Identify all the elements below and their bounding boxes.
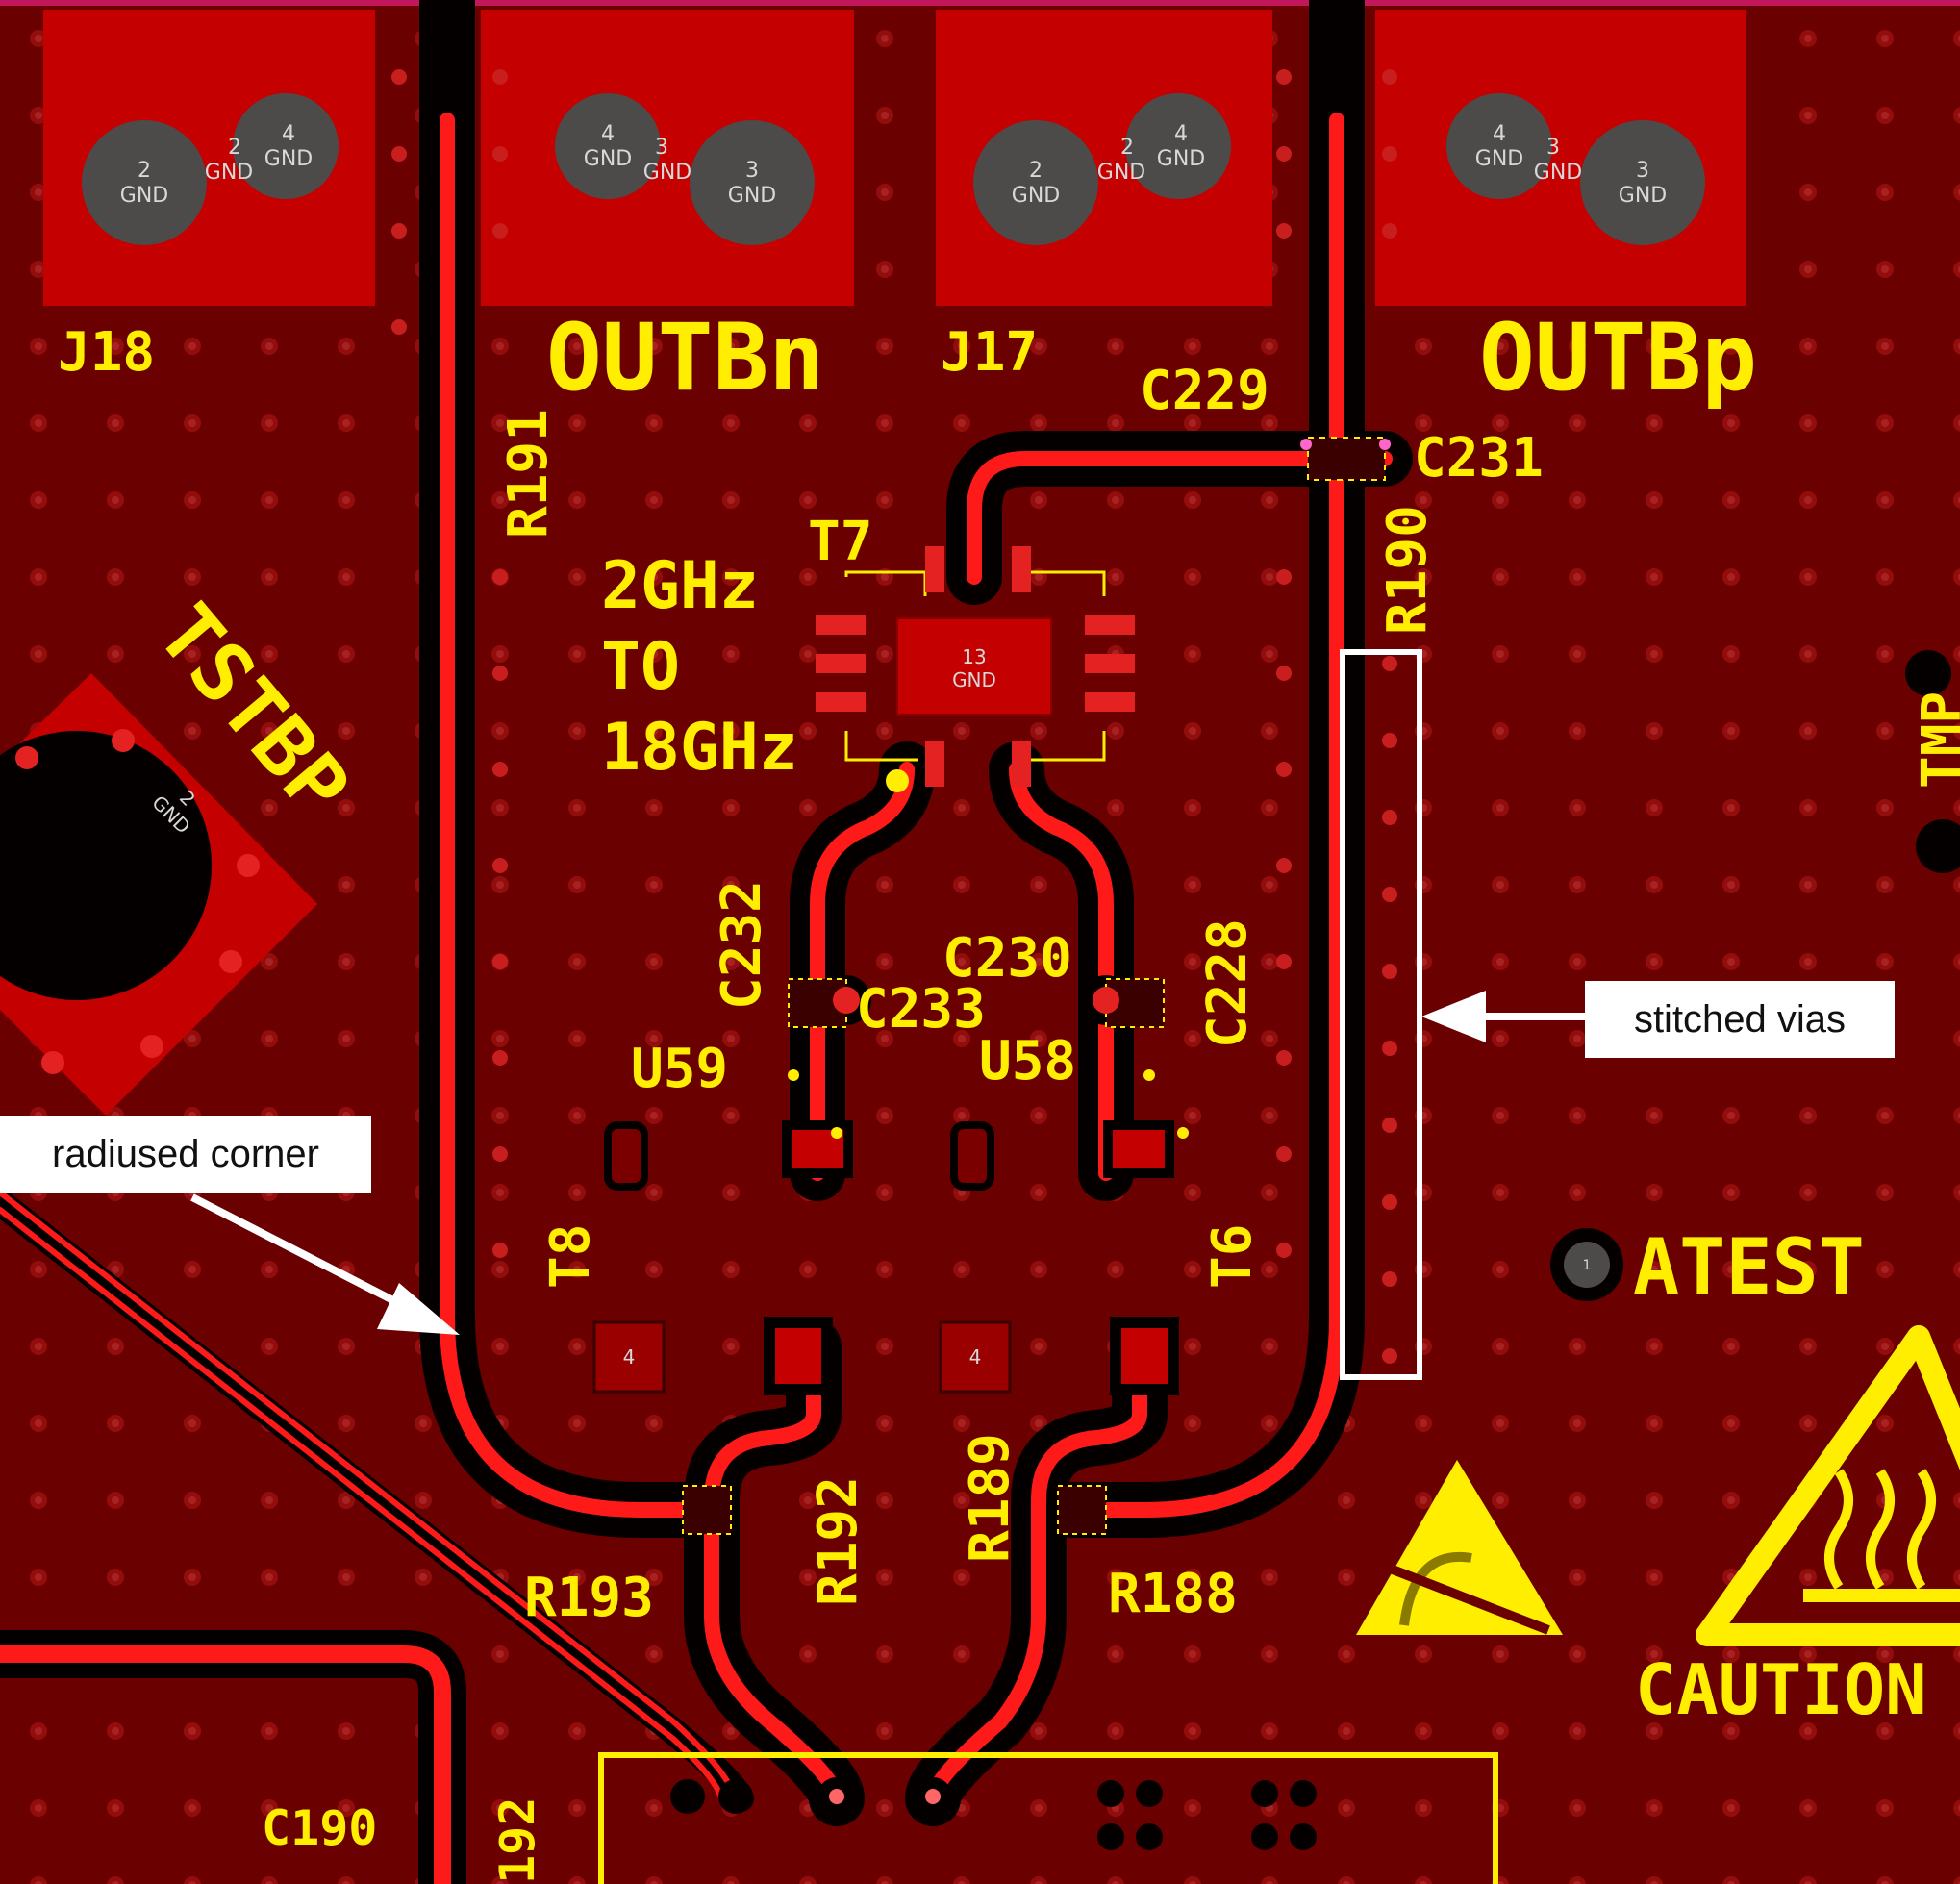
pad-num: 4 <box>282 122 295 146</box>
ref-c231: C231 <box>1414 427 1544 490</box>
ref-t6: T6 <box>1201 1224 1264 1289</box>
pad-num: 3 <box>1546 136 1560 160</box>
ref-r192: R192 <box>807 1476 869 1606</box>
caution-label: CAUTION <box>1635 1649 1926 1730</box>
connector-pad-labels: 2 GND 4 GND 2 GND 4 GND 3 GND 3 GND 2 GN… <box>120 122 1667 208</box>
pad-net: GND <box>1534 161 1582 185</box>
pad-num: 2 <box>1120 136 1134 160</box>
pad-num: 3 <box>745 159 759 183</box>
ref-atest: ATEST <box>1633 1222 1865 1312</box>
pad-net: GND <box>952 668 996 691</box>
pad-num: 4 <box>969 1345 982 1369</box>
stitched-vias <box>391 69 1397 1364</box>
pad-num: 3 <box>655 136 668 160</box>
ref-j17: J17 <box>941 321 1038 384</box>
pad-num: 13 <box>962 645 986 668</box>
ref-t7: T7 <box>808 511 872 573</box>
ref-tmp-partial: TMP <box>1911 691 1960 789</box>
esd-symbol <box>1356 1460 1563 1635</box>
pad-net: GND <box>120 184 168 208</box>
tstbp-connector <box>0 673 317 1116</box>
pad-net: GND <box>1619 184 1667 208</box>
pad-num: 1 <box>1583 1258 1592 1273</box>
ref-c190: C190 <box>262 1800 377 1856</box>
stitched-vias-highlight <box>1340 649 1422 1380</box>
caution-hot-surface-symbol <box>1696 1325 1960 1646</box>
ref-r188: R188 <box>1108 1563 1238 1625</box>
pad-net: GND <box>728 184 776 208</box>
ref-u59: U59 <box>631 1038 728 1100</box>
pad-num: 4 <box>601 122 615 146</box>
ref-c192-partial: 192 <box>490 1797 545 1884</box>
pad-net: GND <box>1097 161 1145 185</box>
connector-round-pads <box>82 93 1705 245</box>
balun-t7: 13 GND <box>816 546 1135 792</box>
pad-net: GND <box>205 161 253 185</box>
ref-t8: T8 <box>540 1224 602 1289</box>
radiused-corner-callout: radiused corner <box>0 1116 371 1193</box>
balun-desc-1: 2GHz <box>601 548 759 624</box>
pad-net: GND <box>643 161 691 185</box>
balun-desc-3: 18GHz <box>601 710 798 786</box>
ref-outbp: OUTBp <box>1479 304 1757 412</box>
pad-num: 4 <box>1174 122 1188 146</box>
passive-components: 4 4 1 <box>592 437 1960 1535</box>
ref-c233: C233 <box>856 978 986 1041</box>
pad-net: GND <box>264 147 313 171</box>
ref-c229: C229 <box>1140 360 1269 422</box>
board-top-edge <box>0 0 1960 6</box>
pad-net: GND <box>1475 147 1523 171</box>
stitched-vias-callout: stitched vias <box>1585 981 1895 1058</box>
ref-c230: C230 <box>942 927 1072 990</box>
ref-r189: R189 <box>959 1433 1021 1563</box>
ref-outbn: OUTBn <box>546 304 824 412</box>
pad-num: 2 <box>228 136 241 160</box>
ref-r190: R190 <box>1376 505 1439 635</box>
pad-net: GND <box>1012 184 1060 208</box>
pad-num: 2 <box>1029 159 1043 183</box>
balun-desc-2: TO <box>601 629 680 705</box>
pad-num: 2 <box>138 159 151 183</box>
bottom-header <box>598 1752 1498 1884</box>
ref-r193: R193 <box>524 1567 654 1629</box>
pad-net: GND <box>1157 147 1205 171</box>
ref-c232: C232 <box>711 880 773 1010</box>
pad-num: 3 <box>1636 159 1649 183</box>
ref-j18: J18 <box>58 321 155 384</box>
pad-num: 4 <box>623 1345 636 1369</box>
pad-net: GND <box>584 147 632 171</box>
ref-u58: U58 <box>979 1030 1076 1093</box>
ref-r191: R191 <box>497 409 560 539</box>
pad-num: 4 <box>1493 122 1506 146</box>
ref-c228: C228 <box>1196 918 1259 1048</box>
